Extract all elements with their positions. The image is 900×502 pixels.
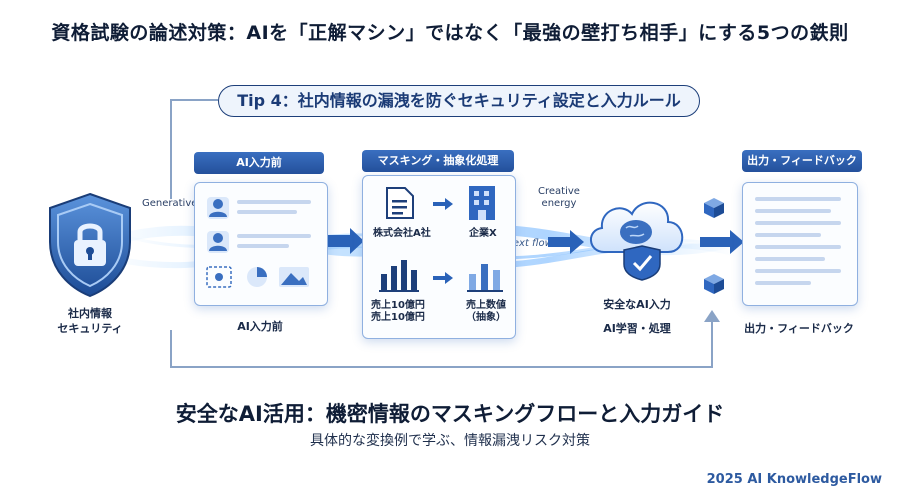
sub-heading: 具体的な変換例で学ぶ、情報漏洩リスク対策 [310,433,590,449]
bar-chart-icon [379,260,419,292]
connector-bottom-right-vertical [711,320,713,368]
ai-cloud-brain-icon [590,201,684,281]
connector-up-arrow-icon [704,310,720,322]
output-panel-card [742,182,858,306]
connector-top-left [170,99,218,101]
small-arrow-icon [433,272,453,284]
abstract-chart-icon [467,264,503,292]
input-panel-header: AI入力前 [194,152,324,174]
arrow-right-icon [548,230,584,254]
creative-energy-label: Creative energy [538,186,580,209]
arrow-right-icon [700,230,744,254]
company-before-label: 株式会社A社 [373,228,431,239]
masking-panel-header: マスキング・抽象化処理 [362,150,514,172]
output-panel-footer: 出力・フィードバック [744,322,854,335]
security-label: 社内情報 セキュリティ [57,307,123,335]
tip-banner: Tip 4：社内情報の漏洩を防ぐセキュリティ設定と入力ルール [218,85,700,117]
sales-after-label: 売上数値 （抽象） [466,300,506,323]
safe-ai-input-label: 安全なAI入力 [603,298,671,311]
building-icon [469,186,495,220]
company-after-label: 企業X [469,228,497,239]
security-shield [44,190,136,300]
input-panel-footer: AI入力前 [237,320,283,333]
document-icon [386,187,414,219]
input-panel-card [194,182,328,306]
cube-icon [704,198,724,218]
generative-label: Generative [142,198,198,209]
page-title: 資格試験の論述対策：AIを「正解マシン」ではなく「最強の壁打ち相手」にする5つの… [51,22,849,44]
text-flow-label: Text flow [508,238,553,249]
ai-processing-label: AI学習・処理 [603,322,671,335]
output-document-icon [755,197,841,285]
connector-bottom-left-vertical [170,330,172,368]
output-panel-header: 出力・フィードバック [742,150,862,172]
sales-before-label: 売上10億円 売上10億円 [371,300,425,323]
connector-left-vertical [170,99,172,199]
connector-bottom-horizontal [170,366,712,368]
brand-label: 2025 AI KnowledgeFlow [706,472,882,487]
input-document-icon [206,197,311,288]
main-heading: 安全なAI活用：機密情報のマスキングフローと入力ガイド [175,402,725,426]
arrow-right-icon [328,228,364,254]
shield-lock-icon [49,192,131,298]
cube-icon [704,274,724,294]
masking-panel-card: 株式会社A社 企業X 売上10億円 売上10億円 売上数値 （抽象） [362,175,516,339]
small-arrow-icon [433,198,453,210]
